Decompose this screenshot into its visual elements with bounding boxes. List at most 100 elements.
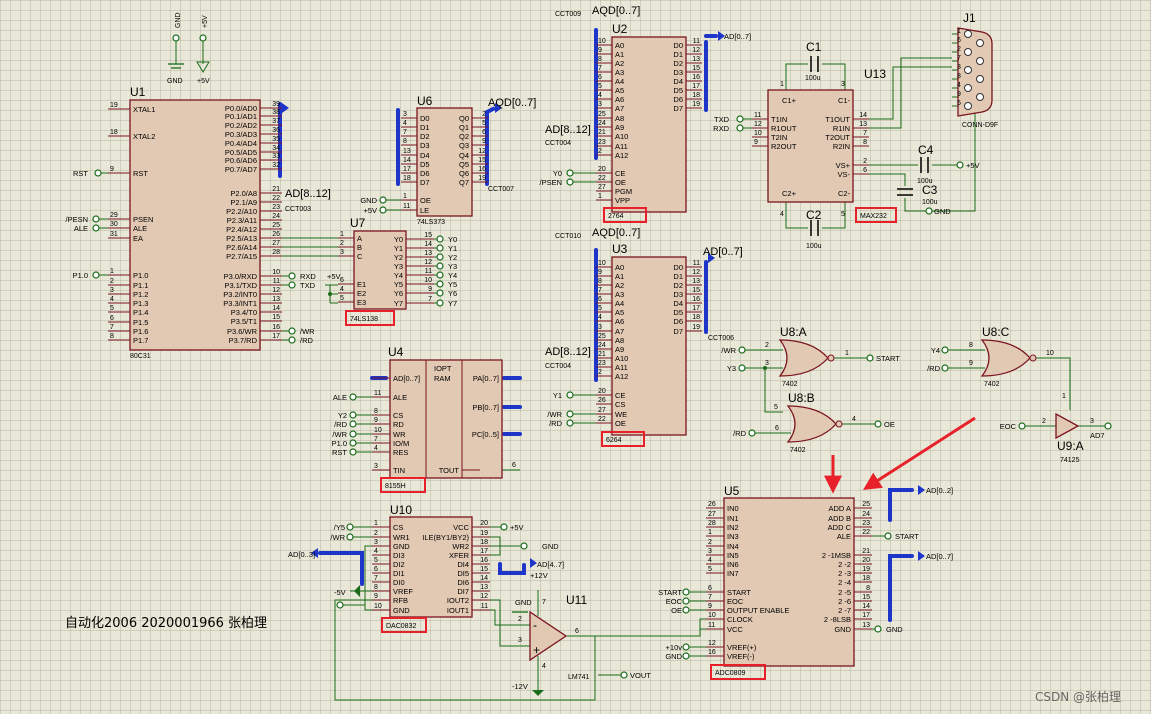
u5-gnd-out: GND — [886, 625, 903, 634]
pin-number: 14 — [403, 157, 411, 164]
c2-ref: C2 — [806, 208, 822, 222]
watermark: CSDN @张柏理 — [1035, 689, 1121, 704]
net-terminal — [925, 207, 933, 215]
pin-name: Q3 — [459, 141, 469, 150]
pin-number: 37 — [272, 118, 280, 125]
pin-name: CE — [615, 391, 625, 400]
pin-number: 4 — [403, 120, 407, 127]
net-terminal — [941, 346, 949, 354]
pin-number: 14 — [859, 112, 867, 119]
pin-number: 17 — [272, 333, 280, 340]
pin-name: A — [357, 234, 362, 243]
pin-number: 3 — [340, 249, 344, 256]
u10-ref: U10 — [390, 503, 412, 517]
pin-number: 27 — [598, 184, 606, 191]
pin-name: DI6 — [457, 578, 469, 587]
pin-number: 26 — [272, 231, 280, 238]
u3-cct-mid: CCT004 — [545, 363, 571, 370]
u10-p12: +12V — [530, 571, 548, 580]
pin-name: ADD C — [828, 523, 852, 532]
pin-name: R1IN — [833, 124, 850, 133]
u8a-in2: Y3 — [727, 364, 736, 373]
pin-name: TOUT — [439, 466, 460, 475]
pin-number: 9 — [598, 47, 602, 54]
pin-name: E2 — [357, 289, 366, 298]
pin-number: 22 — [862, 529, 870, 536]
pin-name: WR — [393, 430, 406, 439]
pin-name: IN4 — [727, 542, 739, 551]
pin-name: IN2 — [727, 523, 739, 532]
pin-name: GND — [834, 625, 851, 634]
label: C2+ — [782, 189, 797, 198]
net-terminal — [736, 124, 744, 132]
pin-number: 3 — [374, 463, 378, 470]
pin-name: PSEN — [133, 215, 153, 224]
pin-number: 10 — [598, 38, 606, 45]
pin-number: 5 — [598, 83, 602, 90]
pin-number: 12 — [478, 148, 486, 155]
pin-number: 8 — [110, 333, 114, 340]
label: 6 — [575, 628, 579, 635]
u2-type-box — [603, 207, 647, 223]
pin-number: 16 — [692, 74, 700, 81]
label: 4 — [542, 663, 546, 670]
pin-name: RES — [393, 448, 408, 457]
pin-number: 16 — [272, 324, 280, 331]
pin-number: 4 — [708, 557, 712, 564]
pin-number: 13 — [692, 56, 700, 63]
pin-name: P0.2/AD2 — [225, 121, 257, 130]
pin-number: 39 — [272, 101, 280, 108]
j1-pin-number: 5 — [957, 100, 961, 107]
pin-number: 13 — [692, 278, 700, 285]
label: 5 — [774, 404, 778, 411]
pin-number: 16 — [480, 557, 488, 564]
pin-name: IOUT1 — [447, 606, 469, 615]
pin-name: ALE — [393, 393, 407, 402]
wire — [334, 599, 596, 701]
pin-name: P1.4 — [133, 308, 148, 317]
label: 3 — [765, 360, 769, 367]
pin-number: 14 — [424, 241, 432, 248]
pin-name: Y5 — [394, 280, 403, 289]
pin-name: P2.5/A13 — [226, 234, 257, 243]
j1-pin — [976, 75, 984, 83]
u5-start: START — [658, 588, 682, 597]
pin-number: 11 — [403, 203, 410, 210]
pin-number: 9 — [374, 417, 378, 424]
pin-name: P2.1/A9 — [230, 198, 257, 207]
net-terminal — [682, 588, 690, 596]
pin-number: 24 — [272, 213, 280, 220]
u11-minus: - — [533, 618, 537, 632]
pin-name: XFER — [449, 551, 470, 560]
u8c-nor — [980, 339, 1031, 377]
pin-number: 3 — [374, 539, 378, 546]
net-terminal — [682, 606, 690, 614]
pin-number: 8 — [866, 585, 870, 592]
pin-number: 18 — [692, 92, 700, 99]
wire — [822, 202, 846, 229]
pin-number: 13 — [424, 250, 432, 257]
pin-name: IN1 — [727, 514, 739, 523]
net-psen: /PESN — [65, 215, 88, 224]
net-terminal — [349, 448, 357, 456]
pin-number: 6 — [374, 566, 378, 573]
net-terminal — [884, 532, 892, 540]
u4-8155h — [389, 359, 503, 479]
u11-type: LM741 — [568, 674, 590, 681]
pin-number: 28 — [272, 249, 280, 256]
net-terminal — [288, 281, 296, 289]
pin-name: IN0 — [727, 504, 739, 513]
pin-name: P0.0/AD0 — [225, 104, 257, 113]
u7-out-net: Y0 — [448, 235, 457, 244]
pin-number: 29 — [110, 212, 118, 219]
pin-name: A3 — [615, 68, 624, 77]
wire — [822, 63, 846, 90]
gnd-label-top: GND — [175, 12, 182, 28]
u7-type-box-label: 74LS138 — [350, 316, 378, 323]
pin-number: 16 — [692, 296, 700, 303]
u13-type-box — [855, 207, 897, 223]
label: 3 — [518, 637, 522, 644]
u5-ad02-bus — [888, 488, 914, 522]
pin-name: Y6 — [394, 289, 403, 298]
